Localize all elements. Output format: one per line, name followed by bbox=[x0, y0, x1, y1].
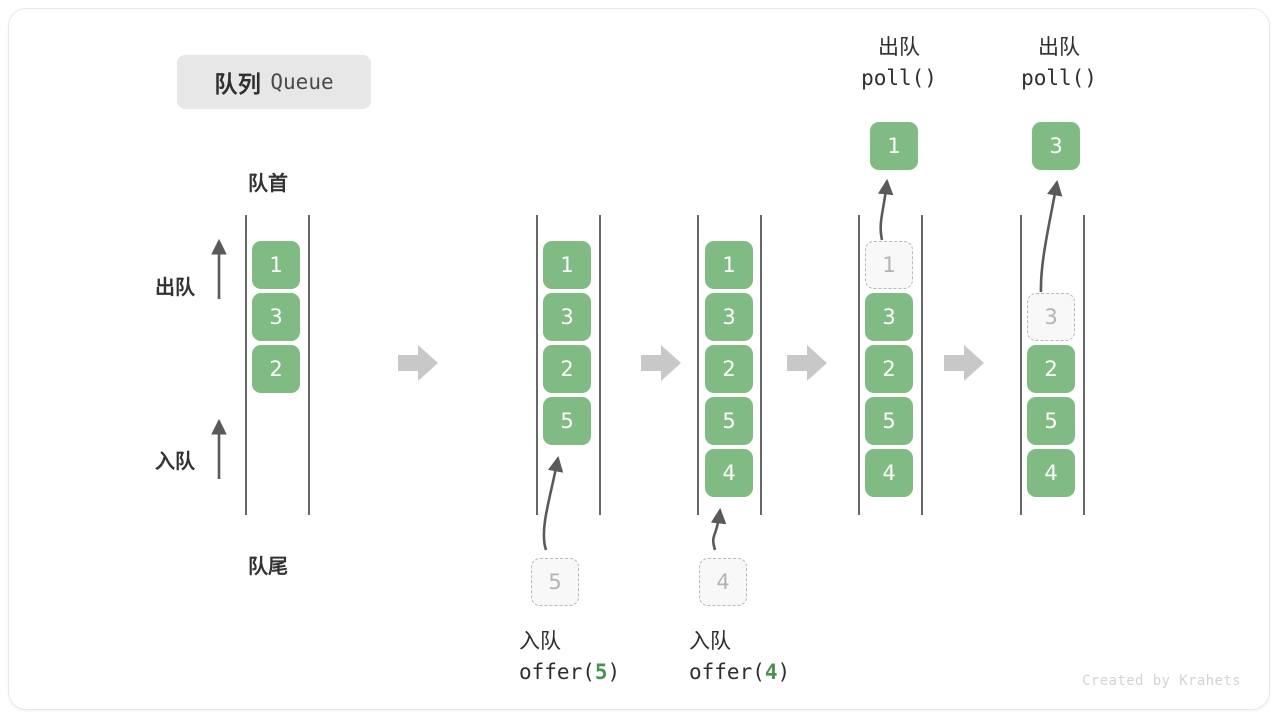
queue-cell: 2 bbox=[705, 345, 753, 393]
queue-cell: 1 bbox=[543, 241, 591, 289]
operation-label-offer-4: 入队 offer(4) bbox=[609, 627, 909, 688]
operation-label-offer-5: 入队 offer(5) bbox=[439, 627, 739, 688]
queue-rail-left-4 bbox=[858, 215, 860, 515]
queue-rail-right-1 bbox=[308, 215, 310, 515]
queue-cell: 3 bbox=[705, 293, 753, 341]
title-en: Queue bbox=[270, 70, 334, 94]
diagram-card: 队列 Queue 队首 队尾 出队 入队 1 3 2 1 3 2 5 5 入队 … bbox=[8, 8, 1270, 710]
queue-rail-left-3 bbox=[697, 215, 699, 515]
dequeue-direction-label: 出队 bbox=[155, 277, 195, 299]
popped-element: 1 bbox=[870, 122, 918, 170]
queue-cell: 1 bbox=[252, 241, 300, 289]
popped-element: 3 bbox=[1032, 122, 1080, 170]
queue-rail-left-2 bbox=[536, 215, 538, 515]
pending-element: 5 bbox=[531, 558, 579, 606]
step-arrow-icon bbox=[398, 345, 438, 381]
queue-rail-right-2 bbox=[599, 215, 601, 515]
step-arrow-icon bbox=[944, 345, 984, 381]
queue-rail-right-3 bbox=[760, 215, 762, 515]
operation-cn: 入队 bbox=[689, 630, 731, 653]
queue-cell: 3 bbox=[865, 293, 913, 341]
push-arrow-4-icon bbox=[710, 507, 727, 551]
queue-cell: 3 bbox=[252, 293, 300, 341]
queue-cell: 5 bbox=[543, 397, 591, 445]
queue-rail-right-5 bbox=[1083, 215, 1085, 515]
operation-cn: 出队 bbox=[1038, 36, 1080, 59]
push-arrow-5-icon bbox=[542, 455, 564, 551]
queue-cell: 4 bbox=[705, 449, 753, 497]
ghost-element: 3 bbox=[1027, 293, 1075, 341]
queue-cell: 2 bbox=[865, 345, 913, 393]
ghost-element: 1 bbox=[865, 241, 913, 289]
queue-cell: 2 bbox=[1027, 345, 1075, 393]
queue-rail-left-1 bbox=[245, 215, 247, 515]
step-arrow-icon bbox=[641, 345, 681, 381]
pop-arrow-3-icon bbox=[1039, 179, 1063, 293]
title-badge: 队列 Queue bbox=[177, 55, 371, 109]
tail-label: 队尾 bbox=[248, 556, 288, 578]
credit-text: Created by Krahets bbox=[1082, 673, 1241, 689]
operation-code: poll() bbox=[1021, 66, 1097, 91]
queue-cell: 4 bbox=[1027, 449, 1075, 497]
queue-cell: 4 bbox=[865, 449, 913, 497]
arrow-overlay bbox=[211, 178, 1063, 551]
queue-cell: 2 bbox=[543, 345, 591, 393]
operation-code: offer(4) bbox=[689, 660, 791, 685]
enqueue-direction-label: 入队 bbox=[155, 451, 195, 473]
pop-arrow-1-icon bbox=[877, 178, 894, 241]
title-cn: 队列 bbox=[214, 71, 262, 97]
front-label: 队首 bbox=[248, 173, 288, 195]
queue-cell: 1 bbox=[705, 241, 753, 289]
queue-cell: 5 bbox=[865, 397, 913, 445]
pending-element: 4 bbox=[699, 558, 747, 606]
queue-cell: 2 bbox=[252, 345, 300, 393]
queue-rail-right-4 bbox=[921, 215, 923, 515]
queue-cell: 3 bbox=[543, 293, 591, 341]
queue-rail-left-5 bbox=[1020, 215, 1022, 515]
queue-cell: 5 bbox=[1027, 397, 1075, 445]
operation-code: offer(5) bbox=[519, 660, 621, 685]
step-arrow-icon bbox=[787, 345, 827, 381]
operation-label-poll-3: 出队 poll() bbox=[959, 33, 1159, 94]
operation-code: poll() bbox=[861, 66, 937, 91]
queue-cell: 5 bbox=[705, 397, 753, 445]
operation-label-poll-1: 出队 poll() bbox=[799, 33, 999, 94]
operation-cn: 入队 bbox=[519, 630, 561, 653]
operation-cn: 出队 bbox=[878, 36, 920, 59]
